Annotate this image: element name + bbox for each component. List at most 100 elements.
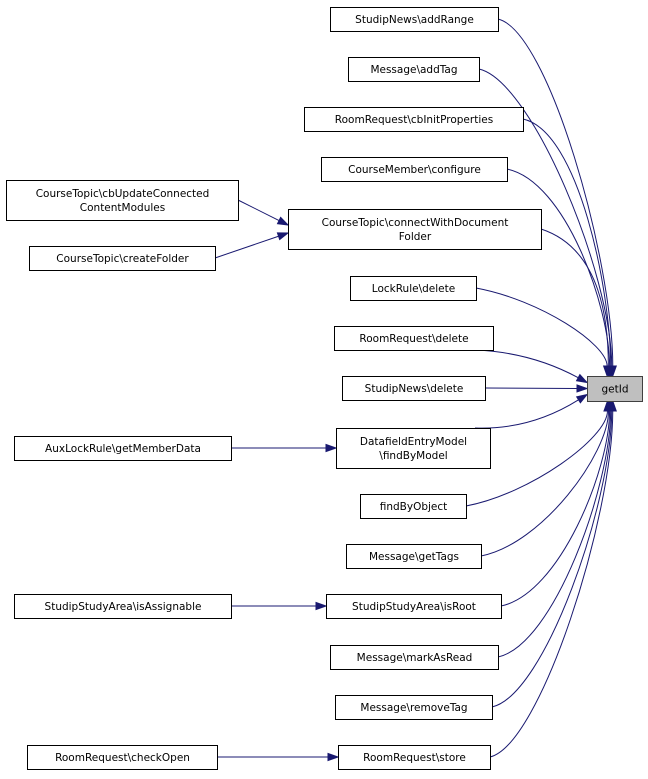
node-message-markasread[interactable]: Message\markAsRead xyxy=(330,645,499,670)
node-studipstudyarea-isassignable[interactable]: StudipStudyArea\isAssignable xyxy=(14,594,232,619)
node-label: StudipNews\addRange xyxy=(355,14,474,26)
arrowhead-icon xyxy=(575,373,589,384)
node-label: AuxLockRule\getMemberData xyxy=(45,443,201,455)
node-label: ContentModules xyxy=(80,202,165,214)
edge-n7-to-n5 xyxy=(214,232,290,259)
arrowhead-icon xyxy=(327,752,340,762)
node-box xyxy=(29,246,216,271)
node-label: RoomRequest\delete xyxy=(359,333,468,345)
arrowhead-icon xyxy=(315,601,328,611)
node-box xyxy=(321,157,508,182)
node-label: Message\getTags xyxy=(369,551,459,563)
node-coursetopic-createfolder[interactable]: CourseTopic\createFolder xyxy=(29,246,216,271)
node-label: getId xyxy=(601,384,628,396)
node-box xyxy=(330,7,499,32)
edge-line xyxy=(497,18,614,367)
arrowhead-icon xyxy=(575,393,589,404)
edge-n12-to-n11 xyxy=(231,443,338,453)
node-label: Folder xyxy=(399,231,432,243)
node-box xyxy=(27,745,218,770)
node-box xyxy=(326,594,502,619)
node-label: RoomRequest\cbInitProperties xyxy=(335,114,493,126)
node-box xyxy=(6,180,239,221)
node-getid[interactable]: getId xyxy=(587,376,643,402)
node-label: findByObject xyxy=(380,501,448,513)
node-label: CourseTopic\cbUpdateConnected xyxy=(36,188,210,200)
edge-line xyxy=(540,228,609,367)
node-studipstudyarea-isroot[interactable]: StudipStudyArea\isRoot xyxy=(326,594,502,619)
node-label: StudipNews\delete xyxy=(365,383,464,395)
edge-n19-to-getId xyxy=(489,399,617,758)
node-message-removetag[interactable]: Message\removeTag xyxy=(335,695,493,720)
edge-n14-to-getId xyxy=(480,399,613,557)
edges-layer xyxy=(214,18,617,762)
nodes-layer: getId StudipNews\addRangeMessage\addTagRo… xyxy=(6,7,643,770)
node-label: \findByModel xyxy=(379,450,447,462)
node-coursemember-configure[interactable]: CourseMember\configure xyxy=(321,157,508,182)
edge-line xyxy=(478,68,613,367)
node-box xyxy=(304,107,524,132)
edge-line xyxy=(489,410,614,758)
node-findbyobject[interactable]: findByObject xyxy=(360,494,467,519)
node-box xyxy=(14,594,232,619)
arrowhead-icon xyxy=(276,232,290,241)
arrowhead-icon xyxy=(608,399,617,412)
node-auxlockrule-getmemberdata[interactable]: AuxLockRule\getMemberData xyxy=(14,436,232,461)
arrowhead-icon xyxy=(325,443,338,453)
node-box xyxy=(338,745,491,770)
node-message-gettags[interactable]: Message\getTags xyxy=(346,544,482,569)
edge-n10-to-getId xyxy=(484,384,589,393)
edge-n18-to-getId xyxy=(491,399,616,708)
node-box xyxy=(14,436,232,461)
node-message-addtag[interactable]: Message\addTag xyxy=(348,57,480,82)
node-label: StudipStudyArea\isAssignable xyxy=(45,601,202,613)
node-label: LockRule\delete xyxy=(372,283,455,295)
node-box xyxy=(346,544,482,569)
node-roomrequest-store[interactable]: RoomRequest\store xyxy=(338,745,491,770)
node-label: RoomRequest\checkOpen xyxy=(55,752,190,764)
edge-line xyxy=(465,410,608,507)
node-roomrequest-cbinitproperties[interactable]: RoomRequest\cbInitProperties xyxy=(304,107,524,132)
edge-n6-to-n5 xyxy=(237,199,290,226)
node-box xyxy=(348,57,480,82)
node-box xyxy=(335,695,493,720)
edge-n17-to-getId xyxy=(497,399,615,658)
edge-line xyxy=(522,118,612,367)
node-box xyxy=(330,645,499,670)
node-box xyxy=(288,209,542,250)
edge-line xyxy=(474,399,579,429)
node-lockrule-delete[interactable]: LockRule\delete xyxy=(350,276,477,301)
node-label: CourseMember\configure xyxy=(348,164,481,176)
node-roomrequest-delete[interactable]: RoomRequest\delete xyxy=(334,326,494,351)
node-box xyxy=(360,494,467,519)
node-label: RoomRequest\store xyxy=(363,752,466,764)
edge-line xyxy=(500,410,611,607)
edge-n16-to-n15 xyxy=(231,601,328,611)
node-box xyxy=(336,428,491,469)
edge-line xyxy=(475,287,608,367)
edge-n1-to-getId xyxy=(497,18,617,378)
edge-line xyxy=(491,410,613,708)
node-label: Message\addTag xyxy=(370,64,457,76)
node-label: CourseTopic\connectWithDocument xyxy=(322,217,509,229)
node-studipnews-delete[interactable]: StudipNews\delete xyxy=(342,376,486,401)
arrowhead-icon xyxy=(602,365,612,378)
node-datafieldentrymodel-findbymodel[interactable]: DatafieldEntryModel \findByModel xyxy=(336,428,491,469)
edge-n15-to-getId xyxy=(500,399,614,607)
node-roomrequest-checkopen[interactable]: RoomRequest\checkOpen xyxy=(27,745,218,770)
node-coursetopic-cbupdateconnectedcontentmodules[interactable]: CourseTopic\cbUpdateConnectedContentModu… xyxy=(6,180,239,221)
arrowhead-icon xyxy=(276,216,290,226)
node-label: DatafieldEntryModel xyxy=(360,436,467,448)
node-studipnews-addrange[interactable]: StudipNews\addRange xyxy=(330,7,499,32)
edge-n4-to-getId xyxy=(506,168,614,378)
edge-n9-to-getId xyxy=(477,349,589,384)
edge-line xyxy=(497,410,612,658)
edge-line xyxy=(480,410,610,557)
edge-n11-to-getId xyxy=(474,393,589,429)
node-box xyxy=(342,376,486,401)
node-label: Message\markAsRead xyxy=(357,652,473,664)
node-label: Message\removeTag xyxy=(360,702,467,714)
edge-n5-to-getId xyxy=(540,228,613,378)
